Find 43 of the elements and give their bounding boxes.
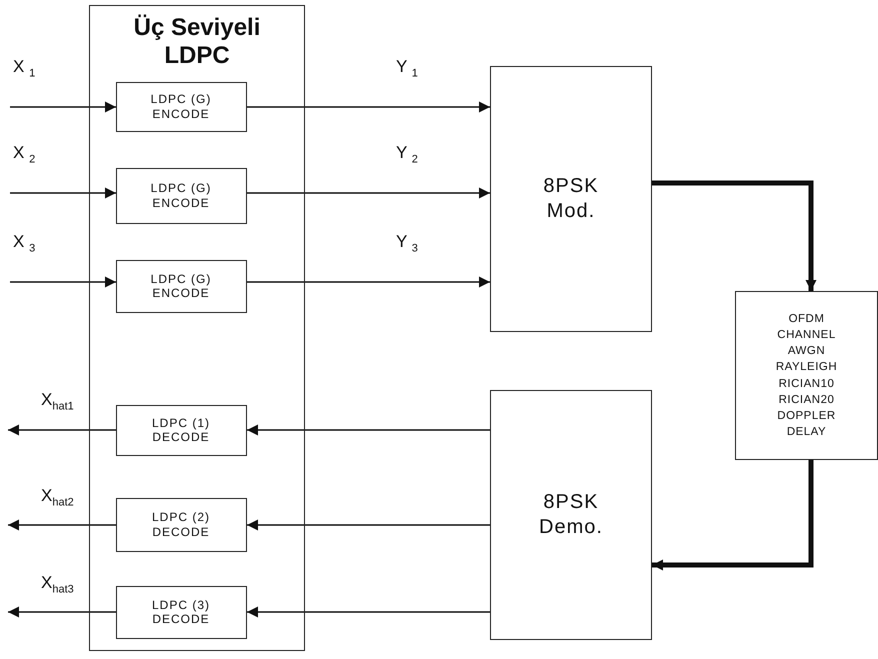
encoder-box <box>116 260 246 312</box>
block-label: LDPC (G) ENCODE <box>150 92 212 121</box>
signal-label: Y $_{1}$ <box>395 58 419 80</box>
arrow <box>8 606 116 618</box>
channel-box <box>735 291 878 460</box>
block-label: LDPC (G) ENCODE <box>150 181 212 210</box>
arrow <box>247 102 490 112</box>
arrow <box>652 180 816 291</box>
block-label: LDPC (G) ENCODE <box>150 272 212 300</box>
signal-label: Y $_{3}$ <box>395 233 419 254</box>
block-label: 8PSK Mod. <box>543 174 599 224</box>
arrow <box>247 188 490 198</box>
demodulator-box <box>490 390 652 640</box>
decoder-box <box>116 498 246 552</box>
decoder-box <box>116 404 246 456</box>
signal-label: X$_{hat2}$ <box>40 487 75 508</box>
arrow <box>247 606 490 618</box>
arrow <box>652 460 814 570</box>
arrow <box>247 276 490 288</box>
arrow <box>8 424 116 436</box>
signal-label: X $_{2}$ <box>12 144 36 166</box>
signal-label: Y $_{2}$ <box>395 144 419 166</box>
signal-label: X$_{hat3}$ <box>40 574 75 596</box>
block-label: OFDM CHANNEL AWGN RAYLEIGH RICIAN10 RICIAN20 DOPPLER DELAY <box>776 312 838 440</box>
modulator-box <box>490 66 652 332</box>
signal-label: X $_{1}$ <box>12 58 36 80</box>
container-box <box>89 5 305 651</box>
block-label: LDPC (2) DECODE <box>150 510 211 539</box>
arrow <box>10 188 116 198</box>
arrow <box>10 276 116 288</box>
encoder-box <box>116 82 246 132</box>
block-label: LDPC (3) DECODE <box>150 598 211 626</box>
arrow <box>10 102 116 112</box>
block-label: LDPC (1) DECODE <box>150 416 211 444</box>
block-label: 8PSK Demo. <box>539 490 603 540</box>
group-title: Üç Seviyeli LDPC <box>132 14 262 70</box>
arrow <box>247 424 490 436</box>
encoder-box <box>116 168 246 224</box>
arrow <box>247 520 490 530</box>
arrow <box>8 520 116 530</box>
decoder-box <box>116 586 246 638</box>
signal-label: X$_{hat1}$ <box>40 391 75 412</box>
signal-label: X $_{3}$ <box>12 233 36 254</box>
